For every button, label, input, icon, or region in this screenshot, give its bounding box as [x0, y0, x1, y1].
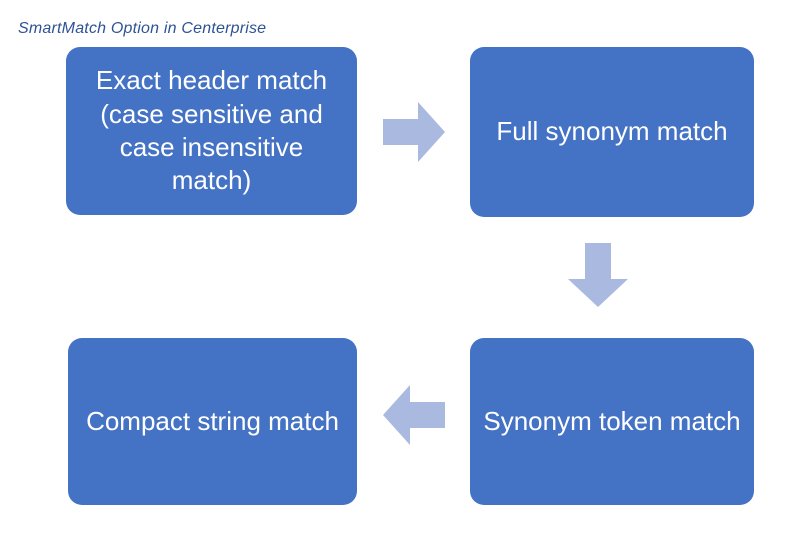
node-label-compact-string-match: Compact string match: [86, 405, 339, 436]
arrow-down-icon: [568, 243, 628, 307]
diagram-title: SmartMatch Option in Centerprise: [18, 20, 267, 37]
node-label-exact-header-match: Exact header match (case sensitive and c…: [95, 65, 328, 196]
node-compact-string-match[interactable]: Compact string match: [68, 338, 357, 505]
node-label-full-synonym-match: Full synonym match: [496, 116, 728, 147]
arrow-left-icon: [383, 385, 445, 445]
node-synonym-token-match[interactable]: Synonym token match: [470, 338, 754, 505]
node-label-synonym-token-match: Synonym token match: [483, 405, 741, 436]
node-exact-header-match[interactable]: Exact header match (case sensitive and c…: [66, 47, 357, 215]
arrow-right-icon: [383, 102, 445, 162]
node-full-synonym-match[interactable]: Full synonym match: [470, 47, 754, 217]
